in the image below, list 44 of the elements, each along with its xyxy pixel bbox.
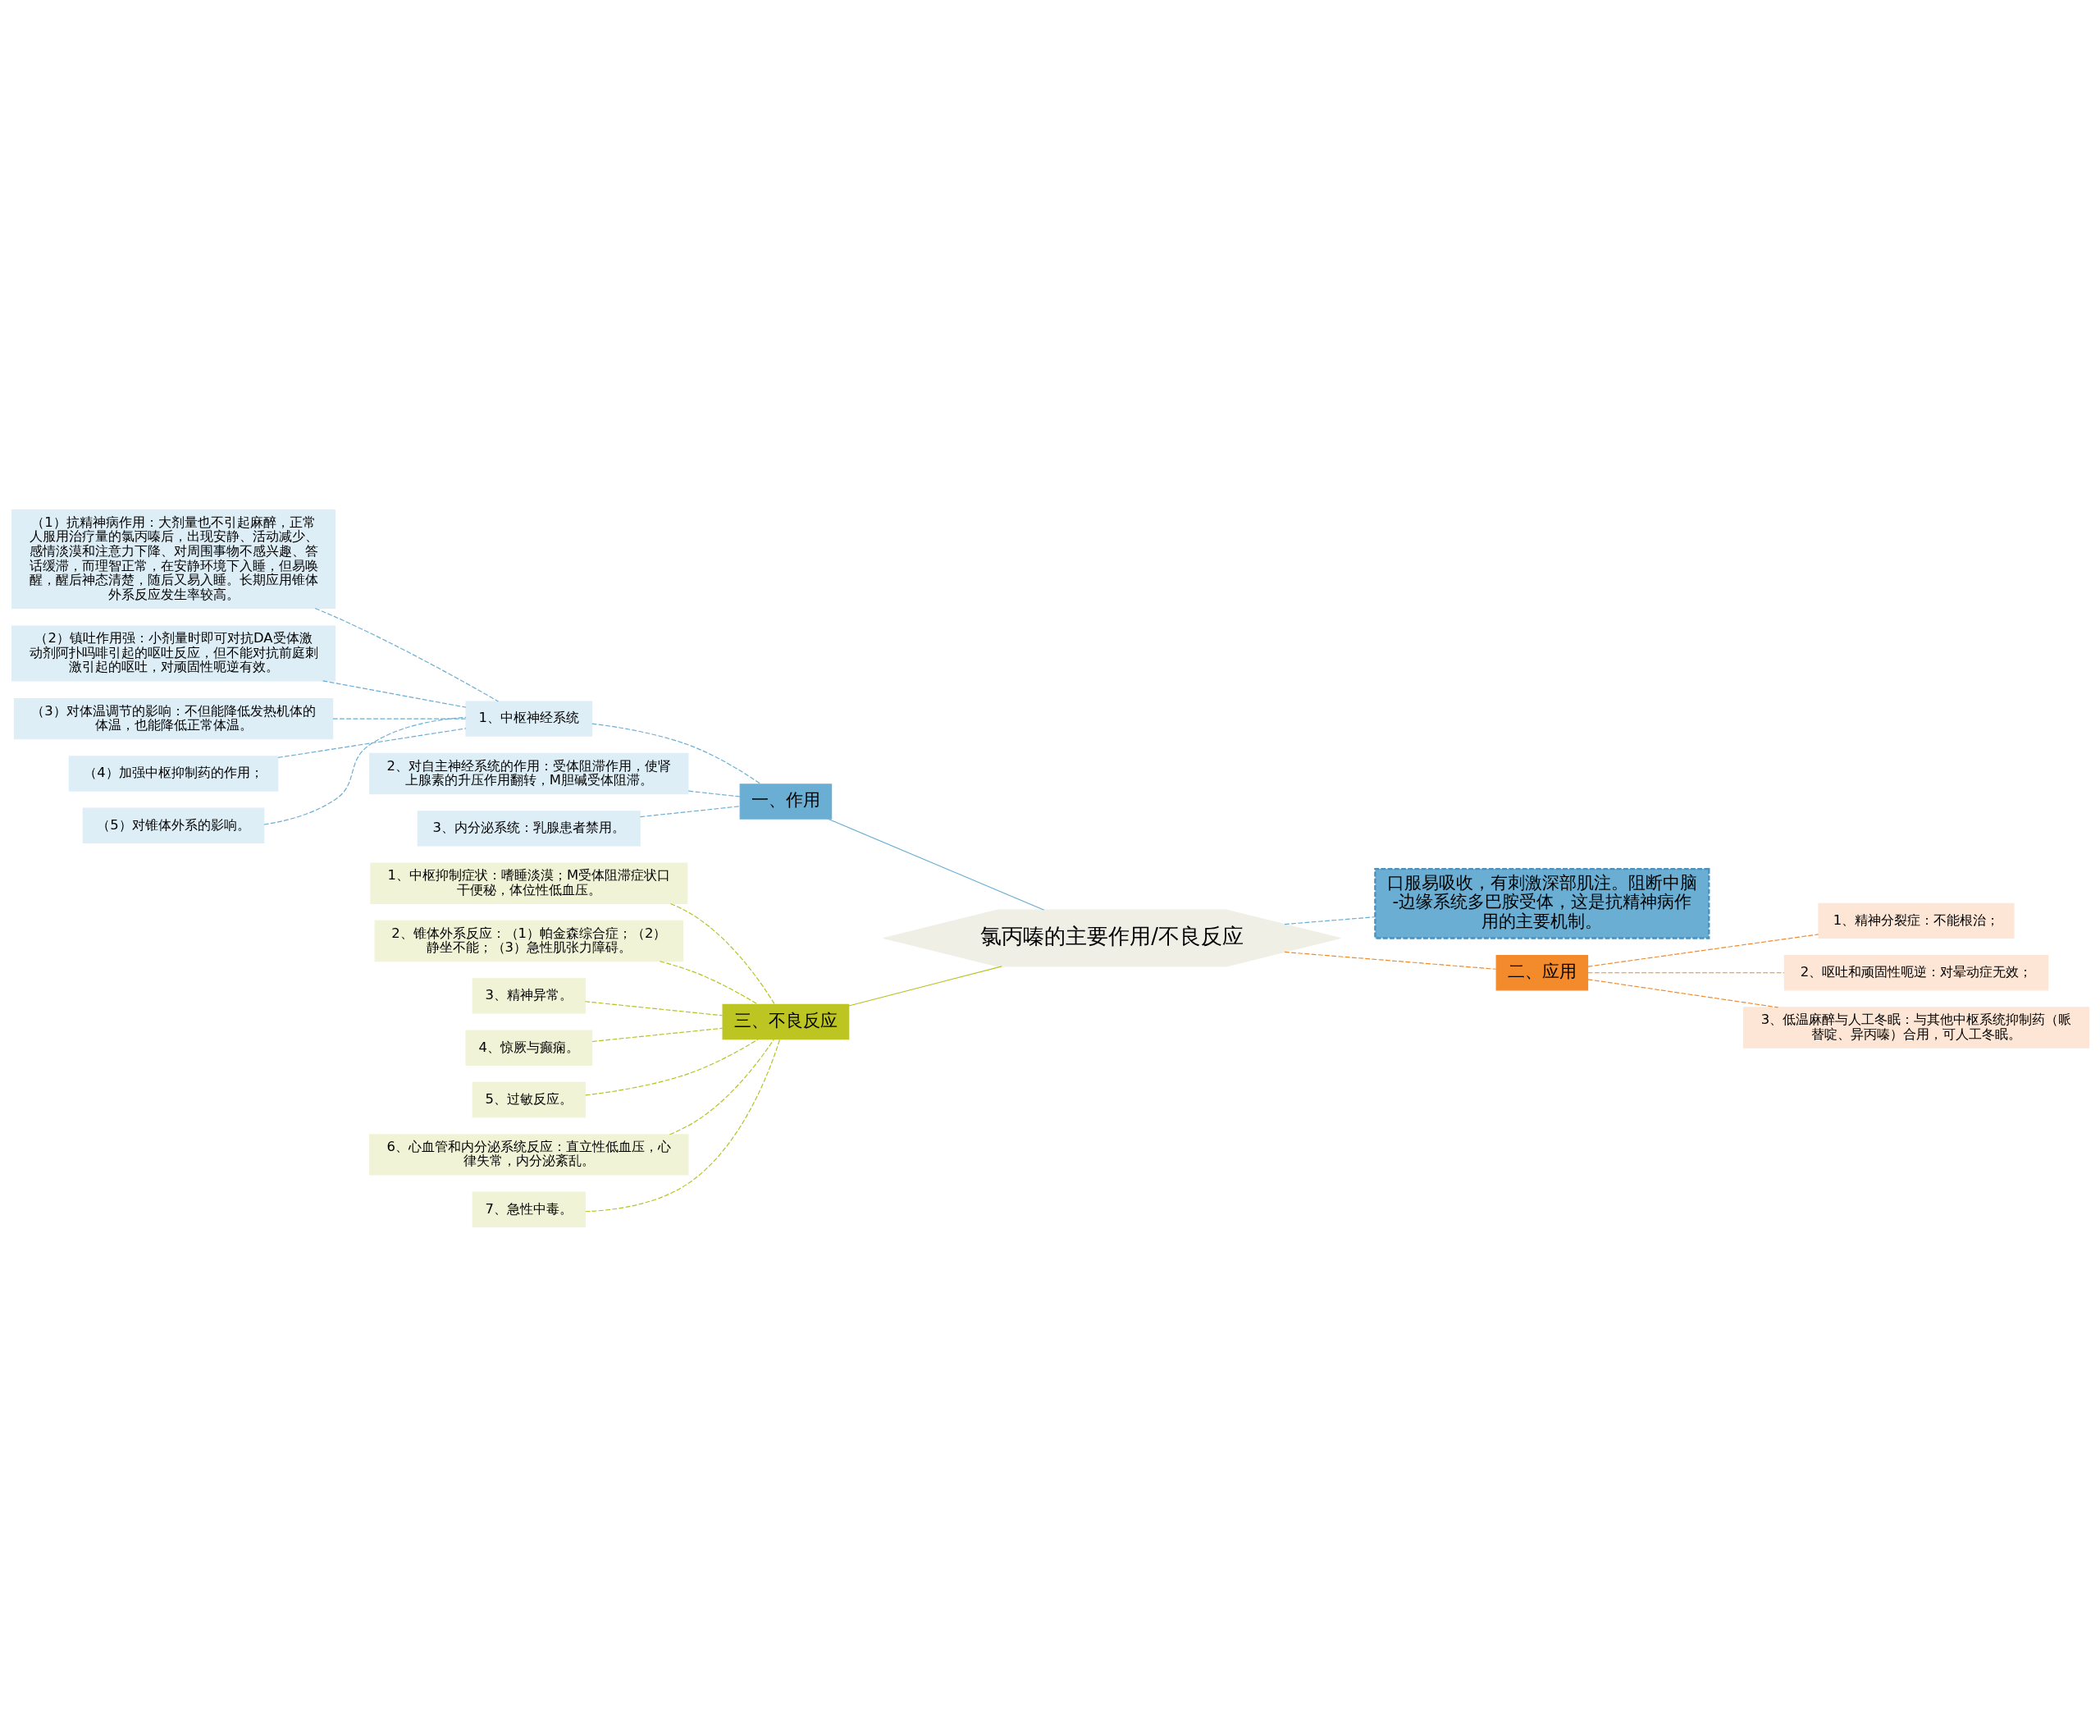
node-box: 2、锥体外系反应：（1）帕金森综合症；（2）静坐不能；（3）急性肌张力障碍。 [374,920,683,962]
connector [827,818,1044,911]
connector [262,716,466,825]
connector [322,679,466,708]
node-box: 7、急性中毒。 [472,1191,586,1227]
connector [659,960,759,1005]
connector [669,902,775,1004]
node-box: 1、中枢神经系统 [464,700,592,737]
node-box: 2、对自主神经系统的作用：受体阻滞作用，使肾上腺素的升压作用翻转，M胆碱受体阻滞。 [368,752,688,794]
connector [669,1038,774,1135]
node-box: 4、惊厥与癫痫。 [464,1030,592,1066]
node-box: 三、不良反应 [722,1003,849,1039]
connector [584,1038,759,1095]
connector [584,1038,780,1212]
connector [1586,971,1785,973]
connector [314,607,499,701]
connector [1283,916,1376,925]
connector [591,723,761,784]
node-box: 3、内分泌系统：乳腺患者禁用。 [417,810,641,847]
connector [847,965,1002,1007]
node-box: （2）镇吐作用强：小剂量时即可对抗DA受体激动剂阿扑吗啡引起的呕吐反应，但不能对抗前庭刺激引起的呕吐，对顽固性呃逆有效。 [11,624,336,681]
connector [1283,951,1496,970]
connector [584,1000,723,1016]
node-box: 6、心血管和内分泌系统反应：直立性低血压，心律失常，内分泌紊乱。 [368,1133,688,1176]
connector [1586,978,1778,1008]
node-box: 5、过敏反应。 [472,1081,586,1117]
connector [331,718,466,720]
connector [591,1027,724,1042]
connector [277,727,466,758]
connector [1586,933,1819,967]
node-box: （4）加强中枢抑制药的作用； [68,755,278,792]
node-box: 3、精神异常。 [472,977,586,1014]
node-box: 2、呕吐和顽固性呃逆：对晕动症无效； [1783,954,2048,990]
node-box: （3）对体温调节的影响：不但能降低发热机体的体温，也能降低正常体温。 [13,697,333,739]
node-box: 二、应用 [1495,954,1588,990]
node-box: 1、精神分裂症：不能根治； [1817,902,2015,939]
connector [639,805,741,817]
node-box: （5）对锥体外系的影响。 [82,807,264,843]
node-box: （1）抗精神病作用：大剂量也不引起麻醉，正常人服用治疗量的氯丙嗪后，出现安静、活动减少、感情淡漠和注意力下降、对周围事物不感兴趣、答话缓滞，而理智正常，在安静环境下入睡，但易唤醒，醒后神态清楚，随后又易入睡。长期应用锥体外系反应发生率较高。 [11,509,336,609]
connector [687,790,741,797]
node-box: 一、作用 [739,783,832,820]
node-box: 3、低温麻醉与人工冬眠：与其他中枢系统抑制药（哌替啶、异丙嗪）合用，可人工冬眠。 [1742,1006,2089,1048]
node-box: 口服易吸收，有刺激深部肌注。阻断中脑-边缘系统多巴胺受体，这是抗精神病作用的主要机制。 [1373,867,1710,939]
node-box: 1、中枢抑制症状：嗜睡淡漠；M受体阻滞症状口干便秘，体位性低血压。 [369,861,687,904]
